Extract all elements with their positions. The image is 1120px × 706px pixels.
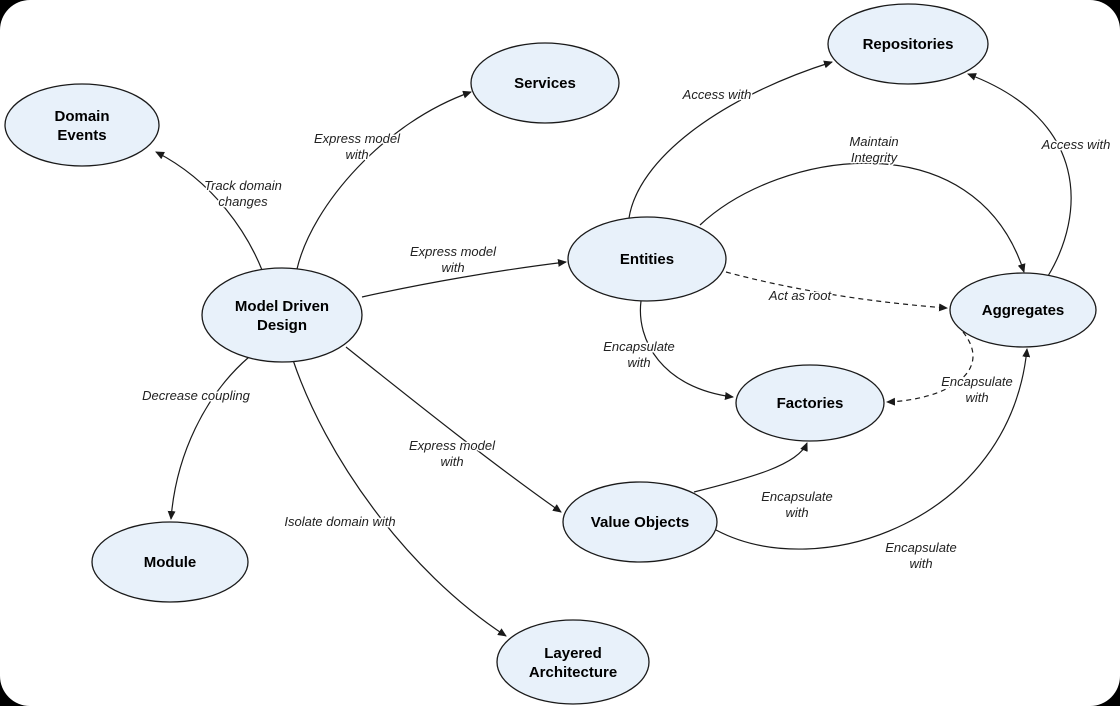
- edge-value-objects-encapsulate-aggregates: [715, 348, 1031, 550]
- node-module: Module: [91, 521, 249, 603]
- node-aggregates: Aggregates: [949, 272, 1097, 348]
- edge-label: changes: [218, 194, 268, 209]
- edge-label: Access with: [1041, 137, 1111, 152]
- edge-entities-encapsulate-factories: [639, 300, 734, 400]
- aggregates-label: Aggregates: [982, 302, 1065, 319]
- edge-aggregates-encapsulate-factories: [886, 331, 974, 406]
- model-driven-design-shape: [201, 267, 363, 363]
- edges-layer: [155, 60, 1072, 637]
- node-layered-architecture: Layered Architecture: [496, 619, 650, 705]
- edge-label: Encapsulate: [941, 374, 1013, 389]
- repositories-label: Repositories: [863, 36, 954, 53]
- edge-label: Access with: [682, 87, 752, 102]
- edge-label: with: [440, 454, 463, 469]
- module-label: Module: [144, 554, 197, 571]
- edge-label: with: [965, 390, 988, 405]
- edge-express-model-services: [296, 90, 472, 270]
- edge-label: Express model: [314, 131, 401, 146]
- services-shape: [470, 42, 620, 124]
- edge-label: Integrity: [851, 150, 899, 165]
- layered-architecture-shape: [496, 619, 650, 705]
- edge-maintain-integrity: [699, 162, 1026, 273]
- edge-label: with: [627, 355, 650, 370]
- node-value-objects: Value Objects: [562, 481, 718, 563]
- edge-label: Act as root: [768, 288, 833, 303]
- entities-shape: [567, 216, 727, 302]
- repositories-shape: [827, 3, 989, 85]
- edge-label: with: [785, 505, 808, 520]
- domain-events-label: Domain: [54, 108, 109, 125]
- edge-isolate-domain: [292, 359, 507, 637]
- edge-label: with: [441, 260, 464, 275]
- edge-label: Maintain: [849, 134, 898, 149]
- edge-label: Decrease coupling: [142, 388, 250, 403]
- node-services: Services: [470, 42, 620, 124]
- factories-shape: [735, 364, 885, 442]
- factories-label: Factories: [777, 395, 844, 412]
- edge-decrease-coupling: [167, 356, 250, 520]
- edge-label: with: [345, 147, 368, 162]
- entities-label: Entities: [620, 251, 674, 268]
- edge-label: Isolate domain with: [284, 514, 395, 529]
- domain-events-label: Events: [57, 127, 106, 144]
- node-factories: Factories: [735, 364, 885, 442]
- domain-events-shape: [4, 83, 160, 167]
- edge-aggregates-access-repositories: [967, 73, 1072, 277]
- services-label: Services: [514, 75, 576, 92]
- edge-label: Encapsulate: [761, 489, 833, 504]
- edge-labels-layer: Track domain changes Express model with …: [141, 86, 1112, 573]
- value-objects-shape: [562, 481, 718, 563]
- edge-act-as-root: [725, 271, 948, 312]
- edge-label: Track domain: [204, 178, 282, 193]
- node-model-driven-design: Model Driven Design: [201, 267, 363, 363]
- edge-track-domain-changes: [155, 151, 263, 271]
- edge-express-model-entities: [361, 258, 567, 298]
- edge-label: Encapsulate: [603, 339, 675, 354]
- model-driven-design-label: Model Driven: [235, 298, 329, 315]
- edge-label: Express model: [409, 438, 496, 453]
- module-shape: [91, 521, 249, 603]
- node-entities: Entities: [567, 216, 727, 302]
- edge-label: Encapsulate: [885, 540, 957, 555]
- nodes-layer: Domain Events Services Repositories Mode…: [4, 3, 1097, 705]
- aggregates-shape: [949, 272, 1097, 348]
- edge-value-objects-encapsulate-factories: [693, 442, 808, 493]
- value-objects-label: Value Objects: [591, 514, 689, 531]
- layered-architecture-label: Architecture: [529, 664, 617, 681]
- edge-express-model-value-objects: [345, 346, 562, 513]
- edge-label: Express model: [410, 244, 497, 259]
- model-driven-design-label: Design: [257, 317, 307, 334]
- node-domain-events: Domain Events: [4, 83, 160, 167]
- edge-entities-access-repositories: [628, 60, 833, 219]
- layered-architecture-label: Layered: [544, 645, 602, 662]
- node-repositories: Repositories: [827, 3, 989, 85]
- edge-label: with: [909, 556, 932, 571]
